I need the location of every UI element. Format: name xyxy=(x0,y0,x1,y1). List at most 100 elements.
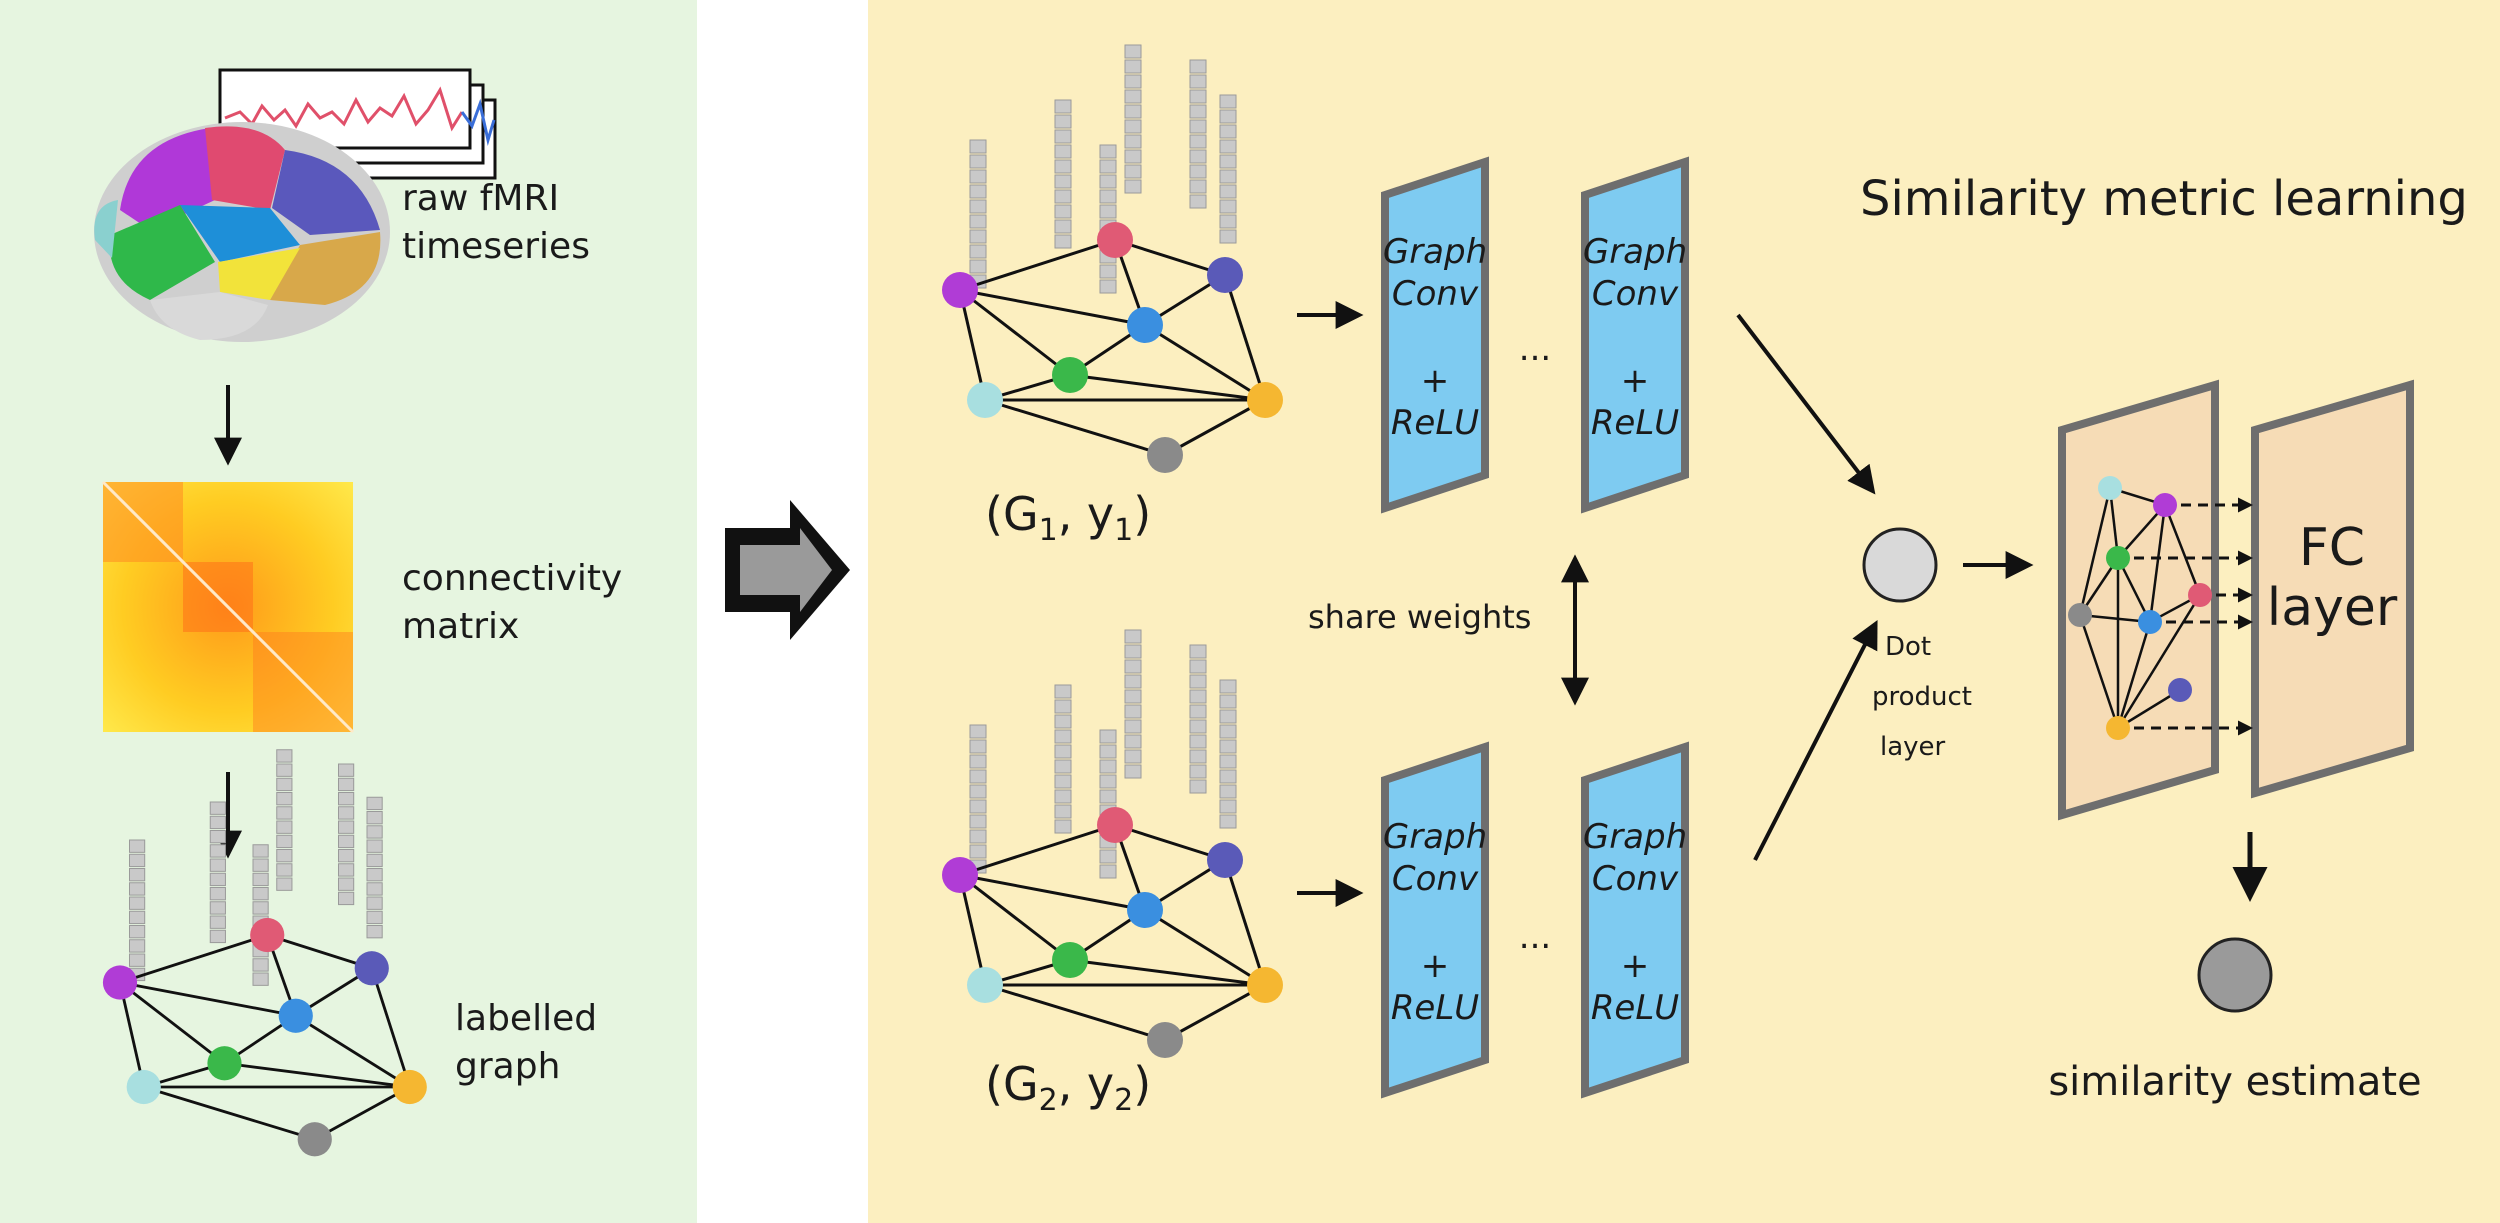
feature-bar-cell xyxy=(276,834,293,849)
feature-bar-cell xyxy=(1124,149,1142,164)
feature-bar-cell xyxy=(1054,204,1072,219)
matrix-label-line1: connectivity xyxy=(402,558,622,599)
feature-bar-cell xyxy=(129,910,146,925)
feature-bar-cell xyxy=(1099,204,1117,219)
feature-bar-cell xyxy=(1054,774,1072,789)
feature-bar-cell xyxy=(1054,234,1072,249)
feature-bar-cell xyxy=(1124,719,1142,734)
feature-bar-cell xyxy=(969,799,987,814)
graph-node-gray xyxy=(1147,1022,1183,1058)
feature-bar-cell xyxy=(1054,759,1072,774)
feature-bar-cell xyxy=(1124,659,1142,674)
feature-bar-cell xyxy=(1099,159,1117,174)
feature-bar-cell xyxy=(209,872,226,887)
graph-edge xyxy=(314,1085,411,1141)
feature-bar-cell xyxy=(252,958,269,972)
feature-bar-cell xyxy=(1219,229,1237,244)
feature-bar-cell xyxy=(969,214,987,229)
feature-bar-cell xyxy=(1054,684,1072,699)
graph-node-green xyxy=(2106,546,2130,570)
feature-bar-cell xyxy=(1124,704,1142,719)
feature-bar-cell xyxy=(366,796,383,811)
graph-edge xyxy=(959,873,1146,912)
feature-bar-cell xyxy=(1124,764,1142,779)
graph-node-cyan xyxy=(126,1069,161,1105)
graph-node-purple xyxy=(942,272,978,308)
connectivity-matrix-icon xyxy=(101,480,355,734)
feature-bar-cell xyxy=(1099,789,1117,804)
feature-bar-cell xyxy=(1124,44,1142,59)
feature-bar-cell xyxy=(1099,864,1117,879)
graph-edge xyxy=(118,982,146,1088)
feature-bar-cell xyxy=(1219,154,1237,169)
feature-bar-cell xyxy=(209,844,226,858)
similarity-output-node xyxy=(2197,937,2273,1013)
ellipsis-top: ... xyxy=(1519,329,1551,369)
graph-edge xyxy=(224,1061,410,1089)
graph-node-blue xyxy=(1127,307,1163,343)
feature-bar-cell xyxy=(252,844,269,858)
feature-bar-cell xyxy=(1054,729,1072,744)
graph-edge xyxy=(959,288,1071,377)
feature-bar-cell xyxy=(338,806,355,820)
feature-bar-cell xyxy=(129,868,146,882)
feature-bar-cell xyxy=(969,829,987,844)
labelled-graph-icon xyxy=(102,749,427,1157)
graph-node-blue xyxy=(278,998,313,1033)
feature-bar-cell xyxy=(129,939,146,953)
feature-bar-cell xyxy=(1099,174,1117,189)
feature-bar-cell xyxy=(338,792,355,806)
graph-node-orange xyxy=(1247,382,1283,418)
svg-text:+: + xyxy=(1621,361,1650,401)
feature-bar-cell xyxy=(338,820,355,834)
feature-bar-cell xyxy=(129,882,146,896)
feature-bar-cell xyxy=(1054,744,1072,759)
graph-g1-label: (G1, y1) xyxy=(985,487,1151,548)
feature-bar-cell xyxy=(366,925,383,939)
feature-bar-cell xyxy=(1124,164,1142,179)
fc-input-graph-icon xyxy=(2068,476,2212,740)
feature-bar-cell xyxy=(276,763,293,777)
graph-edge xyxy=(1164,398,1266,457)
graph-edge xyxy=(119,933,268,984)
feature-bar-cell xyxy=(1219,784,1237,799)
ellipsis-bottom: ... xyxy=(1519,917,1551,957)
feature-bar-cell xyxy=(209,801,226,815)
feature-bar-cell xyxy=(1189,149,1207,164)
feature-bar-cell xyxy=(1099,744,1117,759)
feature-bar-cell xyxy=(969,739,987,754)
feature-bar-cell xyxy=(252,858,269,872)
arrow-gc-top-to-dot xyxy=(1736,313,1876,495)
graph-node-cyan xyxy=(967,382,1003,418)
feature-bar-cell xyxy=(209,915,226,929)
graph-node-gray xyxy=(2068,603,2092,627)
feature-bar-cell xyxy=(969,184,987,199)
feature-bar-cell xyxy=(252,872,269,887)
feature-bar-cell xyxy=(1219,214,1237,229)
dot-product-label-line3: layer xyxy=(1880,732,1946,762)
svg-text:FC: FC xyxy=(2299,518,2365,578)
feature-bar-cell xyxy=(1219,724,1237,739)
graph-edge xyxy=(370,967,412,1088)
svg-text:Conv: Conv xyxy=(1592,859,1679,899)
feature-bar-cell xyxy=(1124,119,1142,134)
feature-bar-cell xyxy=(1054,129,1072,144)
graph-node-blue xyxy=(1127,892,1163,928)
gc-block-bottom-2: Graph Conv + ReLU xyxy=(1581,741,1689,1099)
feature-bar-cell xyxy=(276,820,293,834)
graph-node-cyan xyxy=(2098,476,2122,500)
feature-bar-cell xyxy=(1124,134,1142,149)
graph-node-purple xyxy=(942,857,978,893)
graph-edge xyxy=(1144,908,1266,987)
feature-bar-cell xyxy=(1189,134,1207,149)
graph-edge xyxy=(984,398,1166,457)
graph-edge xyxy=(984,983,1166,1042)
svg-text:Graph: Graph xyxy=(1583,232,1687,272)
feature-bar-cell xyxy=(969,814,987,829)
graph-node-green xyxy=(207,1046,242,1081)
feature-bar-cell xyxy=(1189,74,1207,89)
feature-bar-cell xyxy=(1099,264,1117,279)
graph-edge xyxy=(2116,621,2152,729)
graph-node-indigo xyxy=(354,951,389,986)
